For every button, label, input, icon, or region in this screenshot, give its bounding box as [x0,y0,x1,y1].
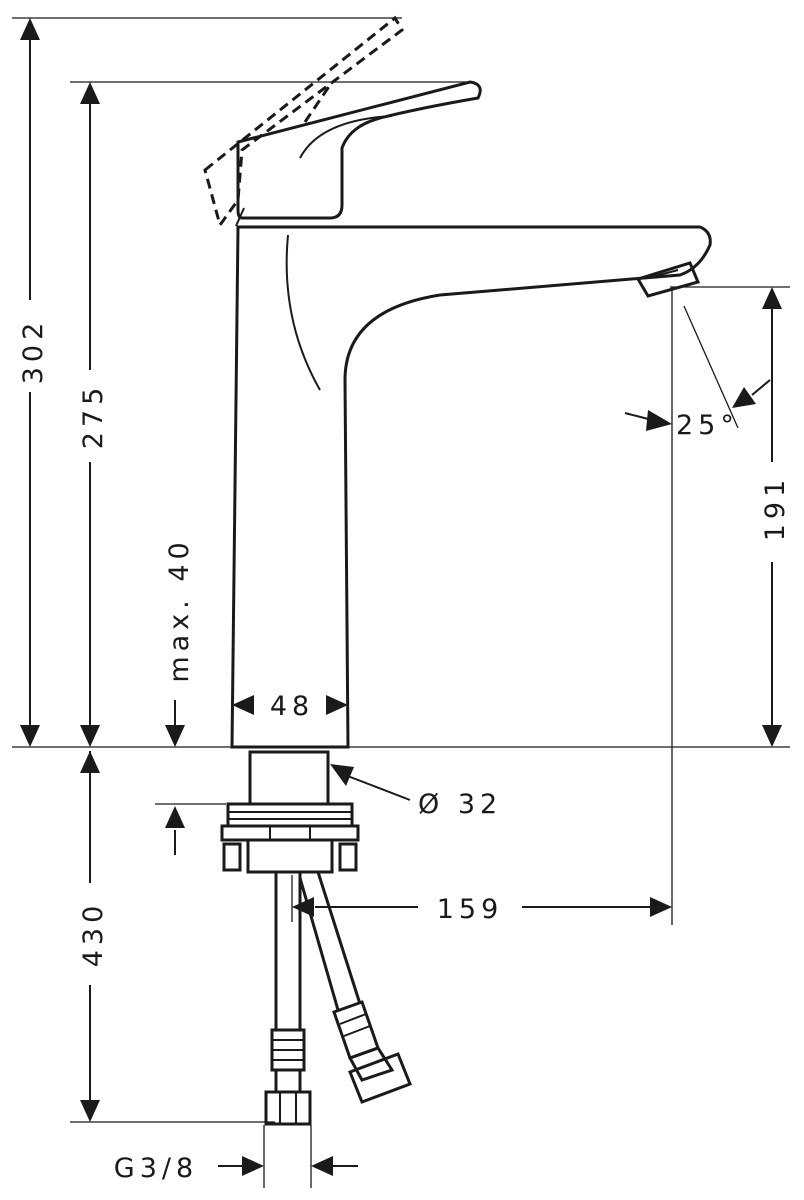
dim-g38-label: G3/8 [114,1153,198,1184]
mounting-assembly [220,750,360,874]
reference-lines [12,17,790,1188]
dim-48: 48 [232,691,348,722]
dim-g38: G3/8 [114,1153,358,1184]
dim-159-label: 159 [437,894,504,925]
dim-diameter-32-label: Ø 32 [418,789,502,820]
dim-max-40-label: max. 40 [164,537,195,682]
dim-diameter-32: Ø 32 [330,764,502,820]
dim-max-40: max. 40 [164,537,195,855]
dim-430-label: 430 [78,901,109,968]
dim-302: 302 [18,18,49,747]
dim-191-label: 191 [760,475,791,542]
dim-48-label: 48 [270,691,314,722]
dim-191: 191 [760,287,791,747]
dim-302-label: 302 [18,318,49,385]
dim-spray-angle: 25° [624,305,771,441]
dim-159: 159 [292,894,672,925]
faucet-body [203,15,712,749]
dim-430: 430 [78,751,109,1122]
dim-275: 275 [78,82,109,747]
dim-275-label: 275 [78,383,109,450]
dim-spray-angle-label: 25° [676,410,739,441]
supply-hoses [264,871,412,1126]
